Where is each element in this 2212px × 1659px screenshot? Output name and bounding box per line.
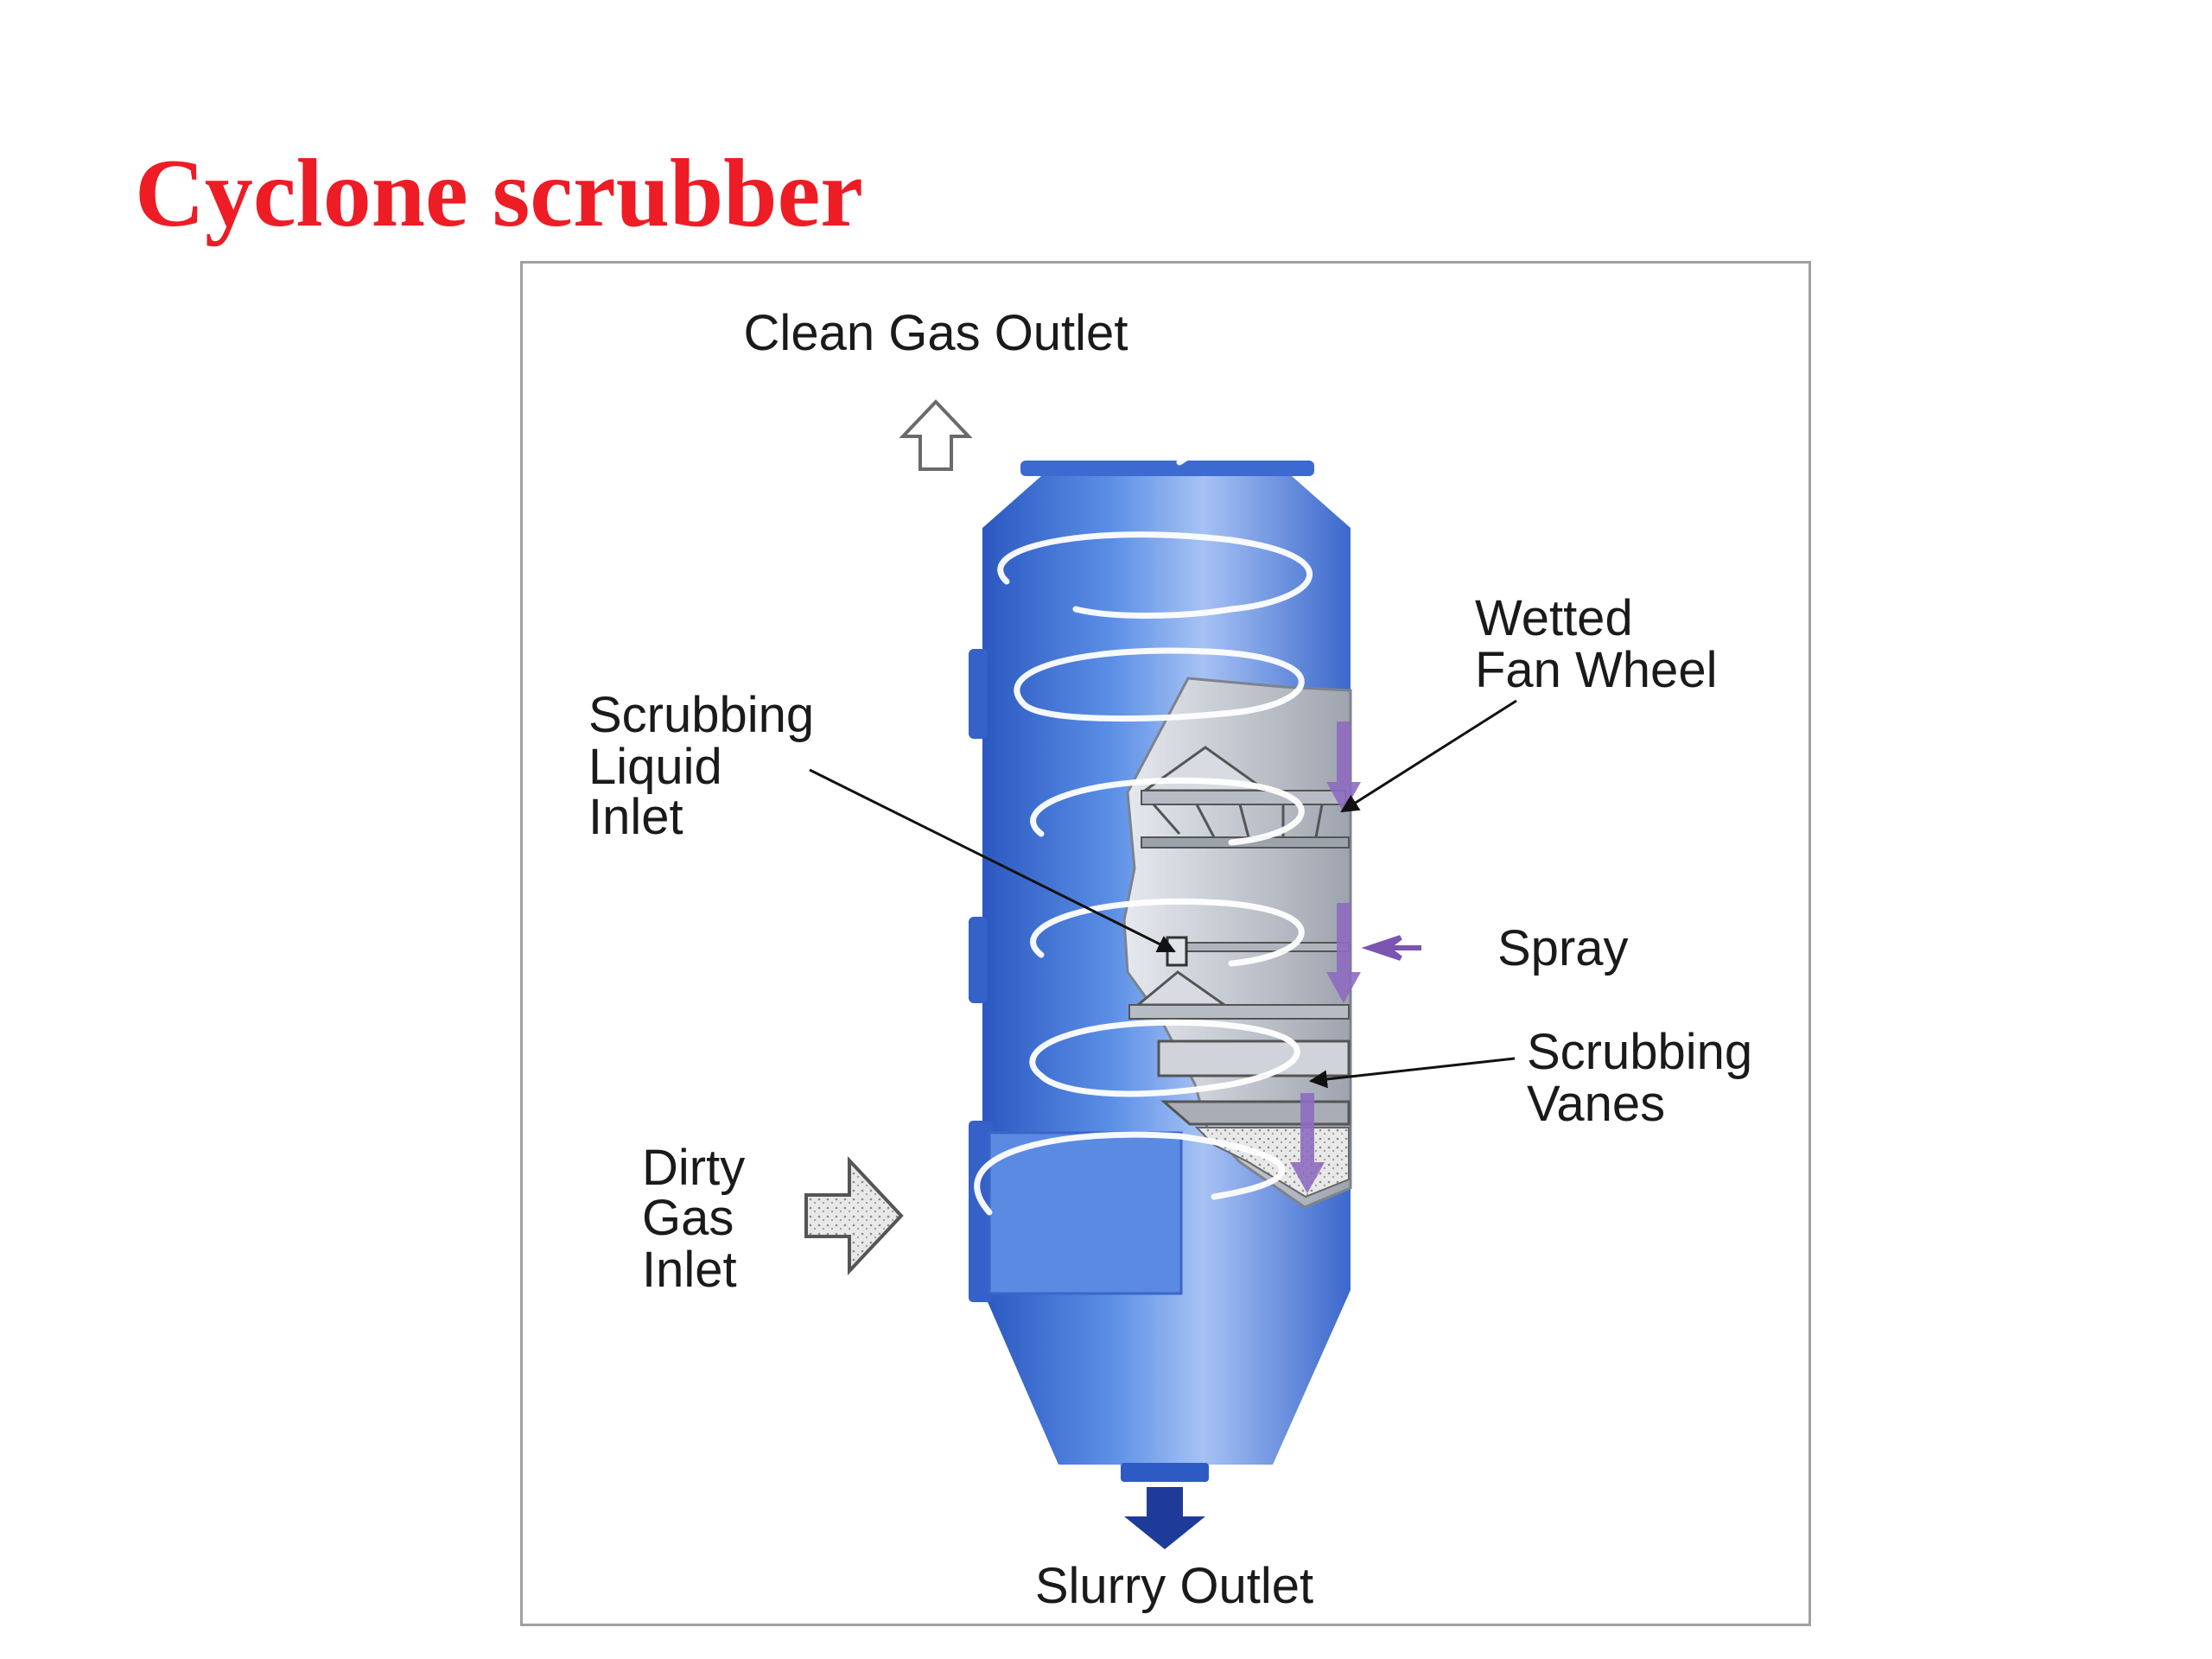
label-scrubbing-vanes: Scrubbing Vanes — [1527, 1024, 1766, 1132]
top-flange — [1020, 461, 1314, 476]
leader-scrubbing-vanes — [1308, 1057, 1516, 1089]
diagram-frame: Clean Gas Outlet Wetted Fan Wheel Scrubb… — [520, 261, 1811, 1626]
dirty-gas-inlet-arrow-icon — [804, 1155, 904, 1276]
internal-flow-arrows — [1290, 721, 1361, 1193]
leader-scrubbing-liquid-inlet — [809, 768, 1176, 953]
label-scrubbing-liquid-inlet: Scrubbing Liquid Inlet — [588, 687, 828, 845]
slurry-outlet-arrow-icon — [1124, 1487, 1205, 1549]
spray-arrow-icon — [1361, 935, 1421, 961]
label-slurry-outlet: Slurry Outlet — [1035, 1558, 1313, 1614]
cyclone-scrubber-diagram: Clean Gas Outlet Wetted Fan Wheel Scrubb… — [588, 305, 1766, 1614]
label-dirty-gas-inlet: Dirty Gas Inlet — [642, 1140, 759, 1298]
label-clean-gas-outlet: Clean Gas Outlet — [744, 305, 1128, 361]
inlet-duct — [988, 1131, 1183, 1295]
lower-nozzle — [969, 917, 988, 1003]
label-spray: Spray — [1497, 920, 1629, 976]
swirling-gas-flow — [974, 346, 1313, 1216]
label-wetted-fan-wheel: Wetted Fan Wheel — [1475, 590, 1717, 698]
bottom-flange — [1121, 1463, 1209, 1482]
leader-wetted-fan-wheel — [1340, 699, 1517, 813]
upper-nozzle — [969, 649, 988, 739]
slide-title: Cyclone scrubber — [135, 140, 864, 247]
clean-gas-outlet-arrow-icon — [899, 399, 973, 471]
